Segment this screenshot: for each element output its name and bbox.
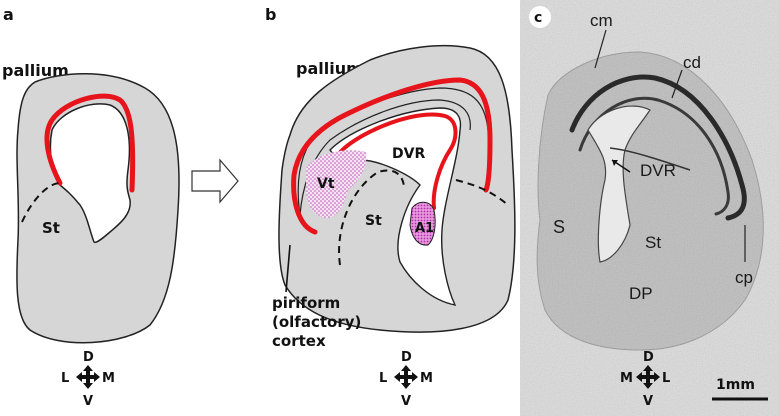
compass-right: M (420, 371, 433, 386)
compass-right: M (102, 371, 115, 386)
dvr-label-c: DVR (640, 161, 676, 180)
a1-label-b: A1 (415, 221, 434, 236)
panel-letter-a: a (3, 5, 14, 24)
compass-c: D V M L (620, 350, 670, 409)
compass-left: L (379, 371, 387, 386)
compass-down: V (643, 394, 653, 409)
scale-bar-label: 1mm (716, 377, 755, 393)
striatum-label-a: St (42, 219, 60, 237)
compass-left: M (620, 371, 633, 386)
dvr-lamina-c (609, 147, 691, 171)
a1-region-b (409, 201, 436, 246)
panel-c: c cm cd DVR S St DP cp D V M L 1mm (520, 0, 779, 416)
compass-left: L (61, 371, 69, 386)
striatum-label-b: St (365, 213, 382, 229)
compass-arrows-icon (636, 365, 660, 389)
panel-letter-b: b (265, 5, 276, 24)
cortex-red-a (44, 93, 136, 193)
panel-letter-c-badge (529, 6, 551, 28)
compass-down: V (83, 394, 93, 409)
piriform-leader-line (285, 244, 291, 293)
compass-up: D (643, 350, 654, 365)
arrow-head-icon (612, 160, 618, 166)
dp-label-c: DP (629, 284, 653, 303)
compass-arrows-icon (76, 365, 100, 389)
ventricle-c (587, 105, 651, 263)
panel-a: a pallium St D V L M (2, 5, 180, 409)
piriform-label-line1: piriform (272, 294, 340, 312)
cd-leader (671, 69, 683, 99)
ventricle-a (49, 103, 131, 244)
vt-label-b: Vt (317, 176, 335, 192)
cm-label-c: cm (590, 11, 613, 30)
dvr-label-b: DVR (392, 146, 425, 162)
piriform-label-line2: (olfactory) (272, 313, 361, 331)
pallium-label-a: pallium (2, 61, 69, 80)
s-label-c: S (553, 217, 565, 237)
piriform-label-line3: cortex (272, 332, 326, 350)
panel-letter-c: c (534, 10, 542, 26)
st-label-c: St (645, 233, 661, 252)
cortex-red-b-inner (334, 112, 458, 210)
pallial-striatal-boundary-a (21, 182, 61, 223)
compass-up: D (401, 350, 412, 365)
transition-arrow-icon (191, 158, 239, 204)
compass-up: D (83, 350, 94, 365)
panel-b: b pallium Vt DVR St A1 piriform (olfacto… (265, 5, 516, 409)
striatal-boundary-b (338, 169, 405, 266)
vt-region-b (306, 150, 367, 218)
compass-arrows-icon (394, 365, 418, 389)
cd-label-c: cd (683, 53, 701, 72)
compass-a: D V L M (61, 350, 115, 409)
cortex-layer-outer-c (569, 74, 747, 221)
cm-leader (594, 29, 607, 69)
compass-b: D V L M (379, 350, 433, 409)
cp-label-c: cp (735, 268, 753, 287)
cortex-layer-inner-c (578, 96, 730, 216)
lateral-boundary-b (455, 179, 509, 206)
compass-right: L (662, 371, 670, 386)
compass-down: V (401, 394, 411, 409)
cortex-red-b-outer (291, 77, 493, 235)
